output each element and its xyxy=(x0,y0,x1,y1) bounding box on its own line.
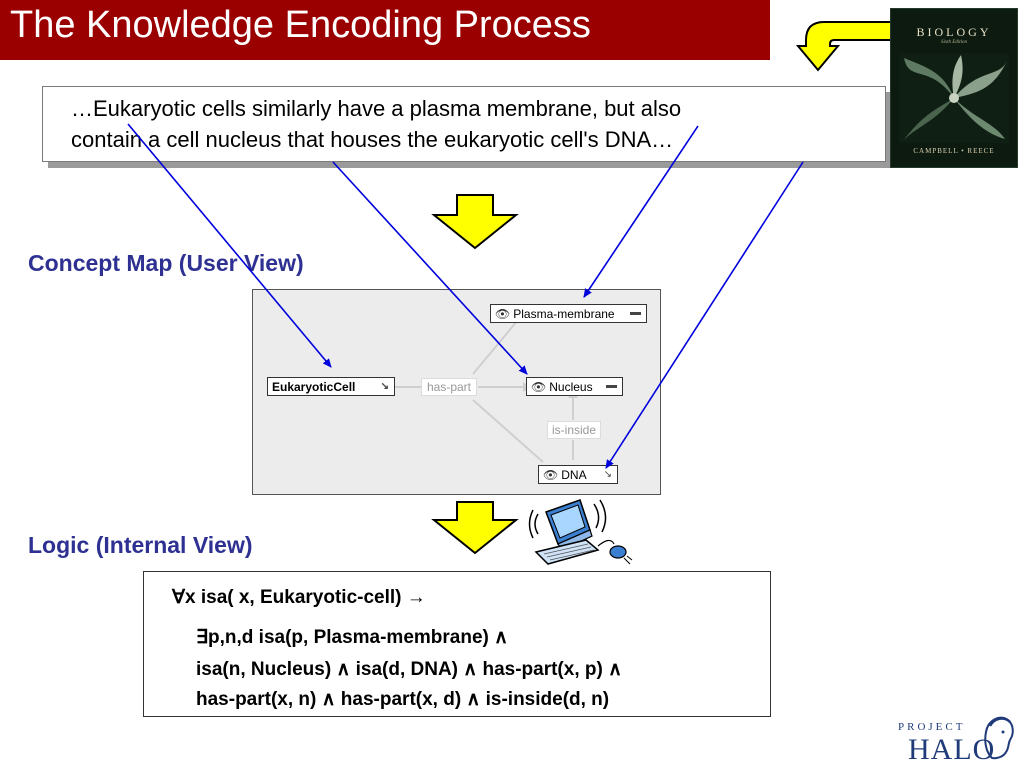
title-bar: The Knowledge Encoding Process xyxy=(0,0,770,60)
quote-text: …Eukaryotic cells similarly have a plasm… xyxy=(71,93,681,155)
logic-box: ∀x isa( x, Eukaryotic-cell) → ∃p,n,d isa… xyxy=(143,571,771,717)
logo-halo-text: HALO xyxy=(908,733,996,766)
quote-line-2: contain a cell nucleus that houses the e… xyxy=(71,127,674,152)
node-plasma-membrane-label: Plasma-membrane xyxy=(513,306,615,321)
eye-icon: 👁 xyxy=(543,467,559,482)
logic-line-3: isa(n, Nucleus) ∧ isa(d, DNA) ∧ has-part… xyxy=(196,659,622,680)
relation-is-inside-label: is-inside xyxy=(551,423,596,437)
logic-line-2: ∃p,n,d isa(p, Plasma-membrane) ∧ xyxy=(196,627,509,648)
down-arrow-icon xyxy=(431,501,519,555)
concept-map-label: Concept Map (User View) xyxy=(28,250,304,276)
relation-has-part-label: has-part xyxy=(426,380,472,394)
expand-icon[interactable]: ↘ xyxy=(603,469,612,480)
node-dna[interactable]: 👁 DNA ↘ xyxy=(538,465,618,484)
node-nucleus-label: Nucleus xyxy=(549,379,593,394)
logo-project-text: PROJECT xyxy=(898,721,966,733)
biology-book-cover: BIOLOGY Sixth Edition CAMPBELL • REECE xyxy=(890,8,1018,168)
logic-line-4: has-part(x, n) ∧ has-part(x, d) ∧ is-ins… xyxy=(196,689,610,710)
logic-line-1: ∀x isa( x, Eukaryotic-cell) → xyxy=(172,587,426,608)
eye-icon: 👁 xyxy=(531,379,547,394)
logic-label: Logic (Internal View) xyxy=(28,532,253,558)
node-eukaryotic-cell[interactable]: EukaryoticCell ↘ xyxy=(267,377,395,396)
relation-is-inside[interactable]: is-inside xyxy=(547,421,601,439)
quote-line-1: …Eukaryotic cells similarly have a plasm… xyxy=(71,96,682,121)
project-halo-logo: PROJECT HALO xyxy=(898,712,1022,766)
book-edition: Sixth Edition xyxy=(941,40,967,45)
head-profile-icon xyxy=(984,716,1014,760)
node-dna-label: DNA xyxy=(561,467,587,482)
leaf-artwork-icon xyxy=(899,53,1009,143)
book-authors: CAMPBELL • REECE xyxy=(913,147,995,155)
eye-icon: 👁 xyxy=(495,306,511,321)
book-title: BIOLOGY xyxy=(916,25,992,39)
quote-box: …Eukaryotic cells similarly have a plasm… xyxy=(42,86,886,162)
relation-has-part[interactable]: has-part xyxy=(421,378,477,396)
computer-clipart-icon xyxy=(528,499,633,565)
expand-icon[interactable]: ↘ xyxy=(380,381,389,392)
elbow-arrow-icon xyxy=(795,21,895,72)
node-eukaryotic-cell-label: EukaryoticCell xyxy=(272,379,356,394)
node-nucleus[interactable]: 👁 Nucleus xyxy=(526,377,623,396)
node-plasma-membrane[interactable]: 👁 Plasma-membrane xyxy=(490,304,647,323)
collapse-icon[interactable] xyxy=(630,312,641,315)
concept-map-panel: 👁 Plasma-membrane EukaryoticCell ↘ has-p… xyxy=(252,289,661,495)
down-arrow-icon xyxy=(431,194,519,250)
collapse-icon[interactable] xyxy=(606,385,617,388)
slide-title: The Knowledge Encoding Process xyxy=(10,4,591,46)
